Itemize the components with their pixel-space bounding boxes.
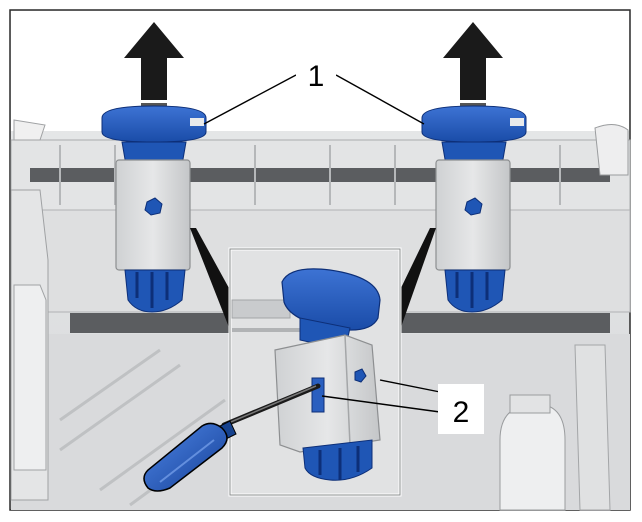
fastener-clip-left: [101, 22, 207, 313]
detail-connector: [190, 228, 436, 330]
fastener-clip-right: [421, 22, 527, 313]
svg-text:2: 2: [453, 396, 470, 429]
svg-text:1: 1: [308, 60, 325, 93]
callout-label-1: 1: [296, 56, 336, 93]
callout-1-leaders: [203, 74, 425, 125]
callout-label-2: 2: [438, 384, 484, 434]
up-arrow-icon: [124, 22, 184, 106]
detail-inset: [228, 247, 402, 497]
screwdriver-icon: [143, 383, 321, 492]
up-arrow-icon: [443, 22, 503, 106]
callout-2-leaders: [321, 379, 441, 413]
